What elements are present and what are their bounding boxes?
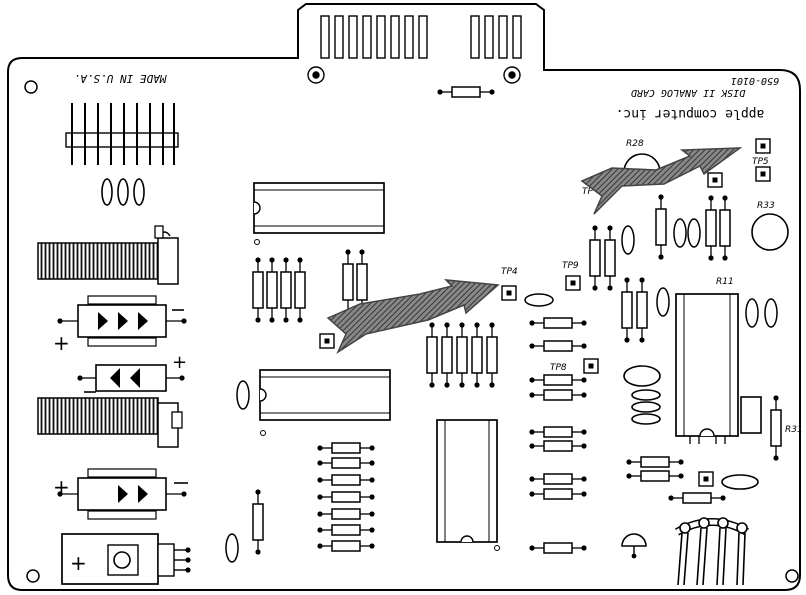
transistor [621, 533, 647, 559]
mounting-holes [24, 80, 799, 583]
r11-label: R11 [716, 277, 734, 287]
r28-label: R28 [626, 139, 644, 149]
bridge-rectifier: + [53, 468, 188, 520]
test-point [707, 172, 723, 188]
capacitor [524, 293, 554, 307]
ic-chip [253, 182, 385, 245]
potentiometer-r33 [751, 213, 789, 251]
tp4-label: TP4 [501, 267, 518, 277]
diode-pair: + [77, 352, 187, 393]
oval-pads [101, 178, 145, 206]
test-point [755, 166, 771, 182]
part-number-label: 650-0101 [731, 75, 779, 86]
r31-label: R31 [785, 425, 803, 435]
capacitor [225, 533, 239, 563]
capacitor [687, 218, 701, 248]
capacitors-oval [623, 365, 661, 425]
svg-text:+: + [53, 331, 70, 355]
tp-partial-label: TP [582, 187, 593, 197]
pin-array [675, 517, 749, 586]
pointer-arrow [580, 147, 743, 215]
capacitor [236, 380, 250, 410]
inductor [37, 225, 179, 285]
svg-text:+: + [53, 475, 70, 499]
test-point [698, 471, 714, 487]
capacitor [740, 396, 762, 434]
arrows [326, 147, 743, 354]
r33-label: R33 [757, 201, 775, 211]
test-point-tp9 [565, 275, 581, 291]
ic-chip [259, 369, 391, 436]
ic-chip-large [675, 293, 739, 444]
board-title-label: DISK II ANALOG CARD [631, 87, 746, 98]
capacitor [656, 287, 670, 317]
brand-label: apple computer inc. [616, 106, 765, 121]
test-point-tp4 [501, 285, 517, 301]
capacitor [745, 298, 759, 328]
bridge-rectifier: + [53, 295, 187, 355]
test-point [319, 333, 335, 349]
pin-header [65, 103, 179, 165]
test-point-tp8 [583, 358, 599, 374]
edge-connector [307, 15, 522, 84]
svg-text:+: + [172, 352, 187, 373]
tp9-label: TP9 [562, 261, 579, 271]
tp8-label: TP8 [550, 363, 567, 373]
capacitor [721, 474, 759, 490]
ic-chip [436, 419, 500, 551]
svg-text:+: + [70, 551, 87, 575]
test-point-tp5 [755, 138, 771, 154]
capacitor [621, 225, 635, 255]
voltage-regulator: + [61, 533, 191, 585]
made-in-label: MADE IN U.S.A. [74, 72, 168, 85]
capacitor [764, 298, 778, 328]
capacitor [673, 218, 687, 248]
inductor [37, 397, 183, 448]
tp5-label: TP5 [752, 157, 769, 167]
pointer-arrow [326, 279, 500, 354]
